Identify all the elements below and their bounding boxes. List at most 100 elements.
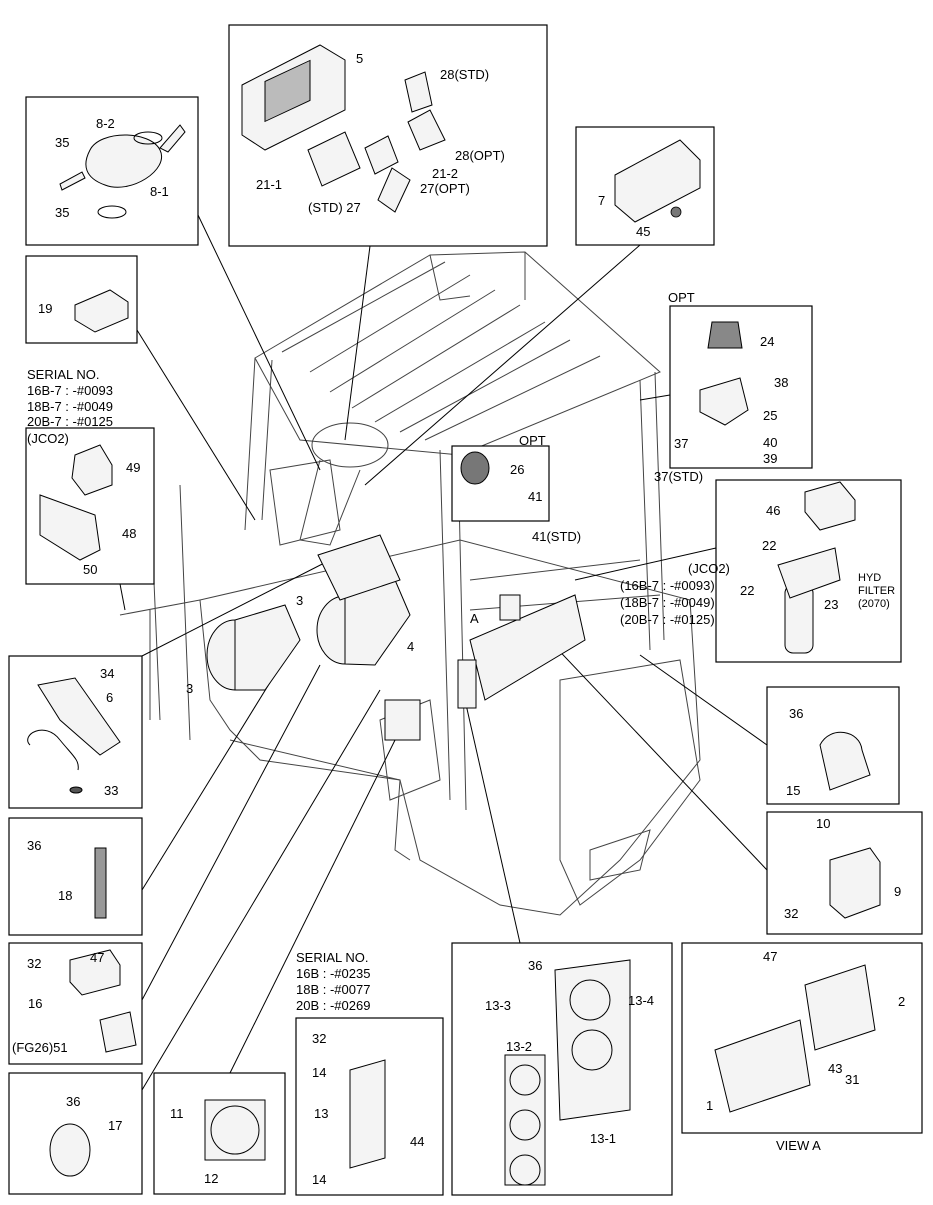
strap-box [8, 817, 143, 936]
opt-label-mid: OPT [519, 433, 546, 448]
callout-43: 43 [828, 1061, 842, 1076]
display-unit-part [241, 44, 346, 151]
serial-c-line1: SERIAL NO. [296, 950, 368, 965]
callout-3b: 3 [186, 681, 193, 696]
relay-51-part [99, 1011, 137, 1053]
callout-18: 18 [58, 888, 72, 903]
callout-50: 50 [83, 562, 97, 577]
callout-34: 34 [100, 666, 114, 681]
callout-2: 2 [898, 994, 905, 1009]
callout-22a: 22 [762, 538, 776, 553]
callout-25: 25 [763, 408, 777, 423]
callout-48: 48 [122, 526, 136, 541]
serial-b-line3: (18B-7 : -#0049) [620, 595, 715, 610]
forklift-body [119, 251, 701, 916]
callout-22b: 22 [740, 583, 754, 598]
callout-39: 39 [763, 451, 777, 466]
callout-38: 38 [774, 375, 788, 390]
controller-part [614, 139, 701, 223]
callout-40: 40 [763, 435, 777, 450]
callout-21-1: 21-1 [256, 177, 282, 192]
serial-c-line4: 20B : -#0269 [296, 998, 370, 1013]
serial-a-line2: 16B-7 : -#0093 [27, 383, 113, 398]
callout-a: A [470, 611, 479, 626]
fan-body-part [384, 699, 421, 741]
jco2-box [25, 427, 155, 585]
beacon-bracket-part [699, 377, 749, 426]
serial-a-line3: 18B-7 : -#0049 [27, 399, 113, 414]
callout-45: 45 [636, 224, 650, 239]
serial-a-line5: (JCO2) [27, 431, 69, 446]
callout-37: 37 [674, 436, 688, 451]
serial-a-line1: SERIAL NO. [27, 367, 99, 382]
callout-23: 23 [824, 597, 838, 612]
bracket-15-part [819, 731, 871, 791]
beacon-24-part [707, 321, 743, 349]
callout-27-std: (STD) 27 [308, 200, 361, 215]
serial-a-line4: 20B-7 : -#0125 [27, 414, 113, 429]
callout-7: 7 [598, 193, 605, 208]
lever-body-part [85, 134, 163, 188]
callout-49: 49 [126, 460, 140, 475]
callout-21-2: 21-2 [432, 166, 458, 181]
duct-13-part [349, 1059, 386, 1169]
callout-36b: 36 [27, 838, 41, 853]
callout-8-2: 8-2 [96, 116, 115, 131]
serial-c-line2: 16B : -#0235 [296, 966, 370, 981]
callout-35b: 35 [55, 205, 69, 220]
callout-9: 9 [894, 884, 901, 899]
callout-13-2: 13-2 [506, 1039, 532, 1054]
callout-13-1: 13-1 [590, 1131, 616, 1146]
callout-14a: 14 [312, 1065, 326, 1080]
callout-1: 1 [706, 1098, 713, 1113]
controller-2-part [804, 964, 876, 1051]
contactor-a-part [499, 594, 521, 621]
switch-block-part [307, 131, 361, 187]
callout-47a: 47 [90, 950, 104, 965]
callout-51: (FG26)51 [12, 1040, 68, 1055]
serial-b-line1: (JCO2) [688, 561, 730, 576]
callout-13-4: 13-4 [628, 993, 654, 1008]
panel-13-part [457, 659, 477, 709]
callout-44: 44 [410, 1134, 424, 1149]
callout-41-std: 41(STD) [532, 529, 581, 544]
fan-frame-part [554, 959, 631, 1121]
cover-pieces-part [404, 71, 446, 151]
switch-19-part [74, 289, 129, 333]
callout-24: 24 [760, 334, 774, 349]
callout-15: 15 [786, 783, 800, 798]
callout-26: 26 [510, 462, 524, 477]
opt-label-top: OPT [668, 290, 695, 305]
serial-b-line2: (16B-7 : -#0093) [620, 578, 715, 593]
callout-4: 4 [407, 639, 414, 654]
callout-5: 5 [356, 51, 363, 66]
view-a-label: VIEW A [776, 1138, 821, 1153]
callout-6: 6 [106, 690, 113, 705]
callout-19: 19 [38, 301, 52, 316]
callout-41: 41 [528, 489, 542, 504]
callout-12: 12 [204, 1171, 218, 1186]
serial-b-line4: (20B-7 : -#0125) [620, 612, 715, 627]
callout-13-3: 13-3 [485, 998, 511, 1013]
callout-37-std: 37(STD) [654, 469, 703, 484]
strap-18-part [94, 847, 107, 919]
callout-27-opt: 27(OPT) [420, 181, 470, 196]
valve-22-part [777, 547, 841, 599]
callout-10: 10 [816, 816, 830, 831]
callout-36a: 36 [789, 706, 803, 721]
switch-pieces-part [364, 135, 411, 213]
relay-47-part [69, 949, 121, 996]
callout-16: 16 [28, 996, 42, 1011]
lever-ends-part [59, 124, 186, 191]
hyd-label-2: FILTER [858, 585, 895, 597]
callout-8-1: 8-1 [150, 184, 169, 199]
callout-36d: 36 [528, 958, 542, 973]
solenoid-46-part [804, 481, 856, 531]
controller-a-part [469, 594, 586, 701]
callout-11: 11 [170, 1106, 184, 1121]
callout-31: 31 [845, 1072, 859, 1087]
callout-32a: 32 [784, 906, 798, 921]
buzzer-17-part [49, 1123, 91, 1177]
